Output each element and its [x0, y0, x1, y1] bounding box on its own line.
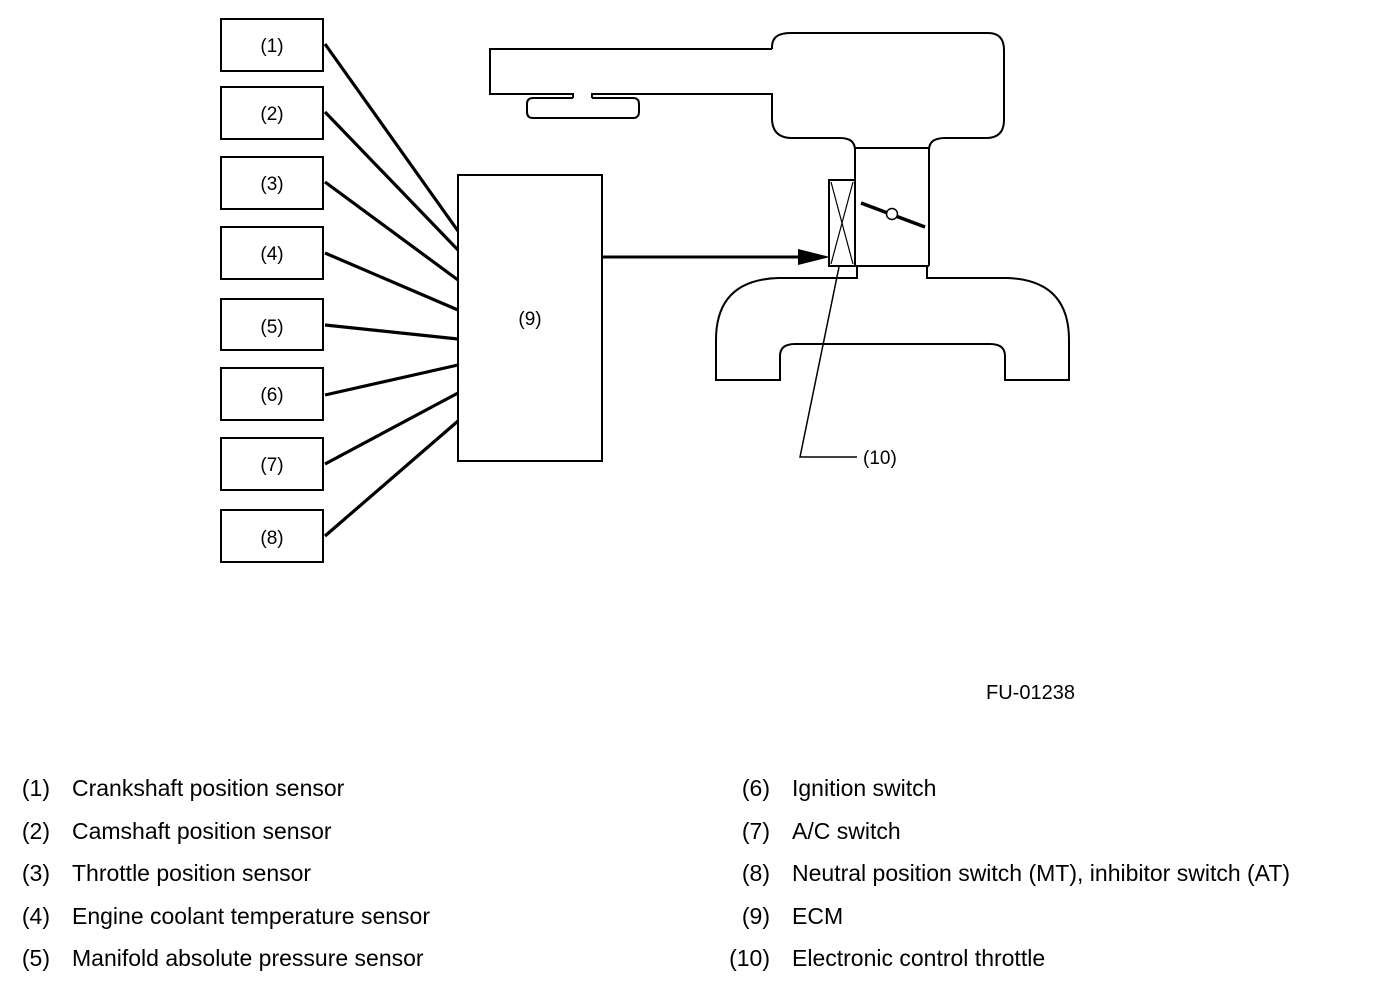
legend-text: Neutral position switch (MT), inhibitor … — [792, 860, 1291, 886]
legend-item: (8) Neutral position switch (MT), inhibit… — [722, 852, 1290, 895]
legend-text: Throttle position sensor — [72, 860, 312, 886]
legend-number: (10) — [729, 945, 770, 971]
input-box-label: (4) — [260, 244, 283, 265]
wire-8-to-ecm — [323, 419, 460, 538]
legend-number: (7) — [741, 817, 770, 844]
wire-1-to-ecm — [323, 43, 460, 232]
legend-text: A/C switch — [792, 817, 901, 844]
legend-text: Ignition switch — [792, 775, 937, 801]
input-box-1: (1) — [220, 18, 324, 72]
legend-number: (3) — [21, 860, 50, 886]
throttle-valve-icon — [860, 201, 926, 229]
wire-2-to-ecm — [323, 110, 460, 252]
legend-item: (3) Throttle position sensor — [18, 852, 430, 895]
legend-item: (2) Camshaft position sensor — [18, 810, 430, 853]
input-box-label: (3) — [260, 174, 283, 195]
input-box-label: (5) — [260, 317, 283, 338]
input-box-4: (4) — [220, 226, 324, 280]
legend-number: (4) — [21, 902, 50, 929]
figure-code: FU-01238 — [986, 682, 1075, 704]
legend-item: (4) Engine coolant temperature sensor — [18, 895, 430, 938]
input-box-2: (2) — [220, 86, 324, 140]
legend-text: Electronic control throttle — [792, 945, 1046, 971]
wire-6-to-ecm — [324, 363, 459, 397]
ecm-to-throttle-arrow — [602, 249, 830, 265]
legend-number: (1) — [21, 775, 50, 801]
legend-item: (1) Crankshaft position sensor — [18, 767, 430, 810]
input-box-7: (7) — [220, 437, 324, 491]
input-box-label: (1) — [260, 36, 283, 57]
legend-item: (7) A/C switch — [722, 810, 1290, 853]
input-box-5: (5) — [220, 298, 324, 351]
ecm-box: (9) — [457, 174, 603, 462]
legend-item: (10) Electronic control throttle — [722, 937, 1290, 980]
legend-text: ECM — [792, 902, 844, 929]
legend-right: (6) Ignition switch (7) A/C switch (8) Neut… — [722, 767, 1290, 980]
legend-text: Camshaft position sensor — [72, 817, 332, 844]
legend-left: (1) Crankshaft position sensor (2) Camshaf… — [18, 767, 430, 980]
legend-number: (2) — [21, 817, 50, 844]
legend-number: (8) — [741, 860, 770, 886]
input-box-label: (2) — [260, 104, 283, 125]
input-box-label: (6) — [260, 385, 283, 406]
legend-number: (9) — [741, 902, 770, 929]
intake-duct — [489, 32, 1005, 266]
legend-number: (5) — [21, 945, 50, 971]
input-box-3: (3) — [220, 156, 324, 210]
input-box-8: (8) — [220, 509, 324, 563]
input-box-label: (8) — [260, 528, 283, 549]
electronic-throttle-motor — [828, 179, 856, 267]
legend-number: (6) — [741, 775, 770, 801]
wire-3-to-ecm — [324, 180, 459, 282]
legend-text: Manifold absolute pressure sensor — [72, 945, 424, 971]
throttle-leader-line — [799, 266, 857, 458]
legend-item: (6) Ignition switch — [722, 767, 1290, 810]
input-box-label: (7) — [260, 455, 283, 476]
legend-text: Crankshaft position sensor — [72, 775, 345, 801]
intake-manifold — [715, 265, 1070, 381]
legend-text: Engine coolant temperature sensor — [72, 902, 430, 929]
legend-item: (9) ECM — [722, 895, 1290, 938]
input-box-6: (6) — [220, 367, 324, 421]
wire-7-to-ecm — [324, 391, 459, 466]
throttle-label: (10) — [863, 448, 897, 469]
wire-5-to-ecm — [324, 323, 459, 341]
ecm-label: (9) — [518, 309, 541, 330]
wire-4-to-ecm — [324, 251, 459, 312]
legend-item: (5) Manifold absolute pressure sensor — [18, 937, 430, 980]
